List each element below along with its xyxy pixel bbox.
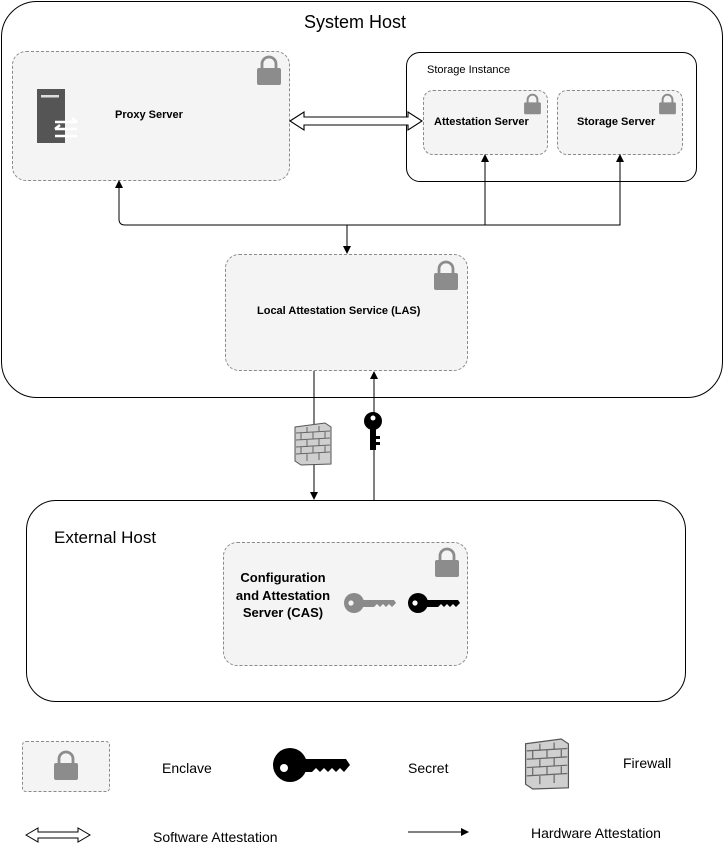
legend-software-attestation-label: Software Attestation bbox=[153, 829, 278, 845]
lock-icon bbox=[435, 547, 459, 577]
lock-icon bbox=[257, 55, 281, 85]
firewall-icon bbox=[294, 422, 332, 466]
legend-secret-key-icon bbox=[273, 748, 350, 782]
black-key-icon bbox=[408, 593, 460, 613]
storage-instance-title: Storage Instance bbox=[427, 64, 511, 76]
attestation-server-label: Attestation Server bbox=[434, 116, 529, 128]
gray-key-icon bbox=[344, 593, 396, 613]
cas-label: Configuration and Attestation Server (CA… bbox=[235, 570, 331, 620]
proxy-server-label: Proxy Server bbox=[115, 109, 183, 121]
lock-icon bbox=[659, 93, 676, 115]
server-icon bbox=[37, 89, 78, 143]
storage-server-label: Storage Server bbox=[577, 116, 656, 128]
system-host-title: System Host bbox=[304, 12, 407, 32]
lock-icon bbox=[524, 93, 541, 115]
key-icon bbox=[364, 412, 382, 450]
legend-firewall-label: Firewall bbox=[623, 755, 672, 771]
las-enclave bbox=[225, 254, 468, 371]
legend-enclave-label: Enclave bbox=[162, 760, 212, 776]
legend-secret-label: Secret bbox=[408, 760, 449, 776]
lock-icon bbox=[434, 260, 458, 290]
legend-firewall-icon bbox=[524, 738, 570, 790]
las-label: Local Attestation Service (LAS) bbox=[257, 305, 421, 317]
external-host-title: External Host bbox=[54, 528, 157, 547]
lock-icon bbox=[54, 750, 78, 780]
legend-hardware-attestation-label: Hardware Attestation bbox=[531, 825, 661, 841]
